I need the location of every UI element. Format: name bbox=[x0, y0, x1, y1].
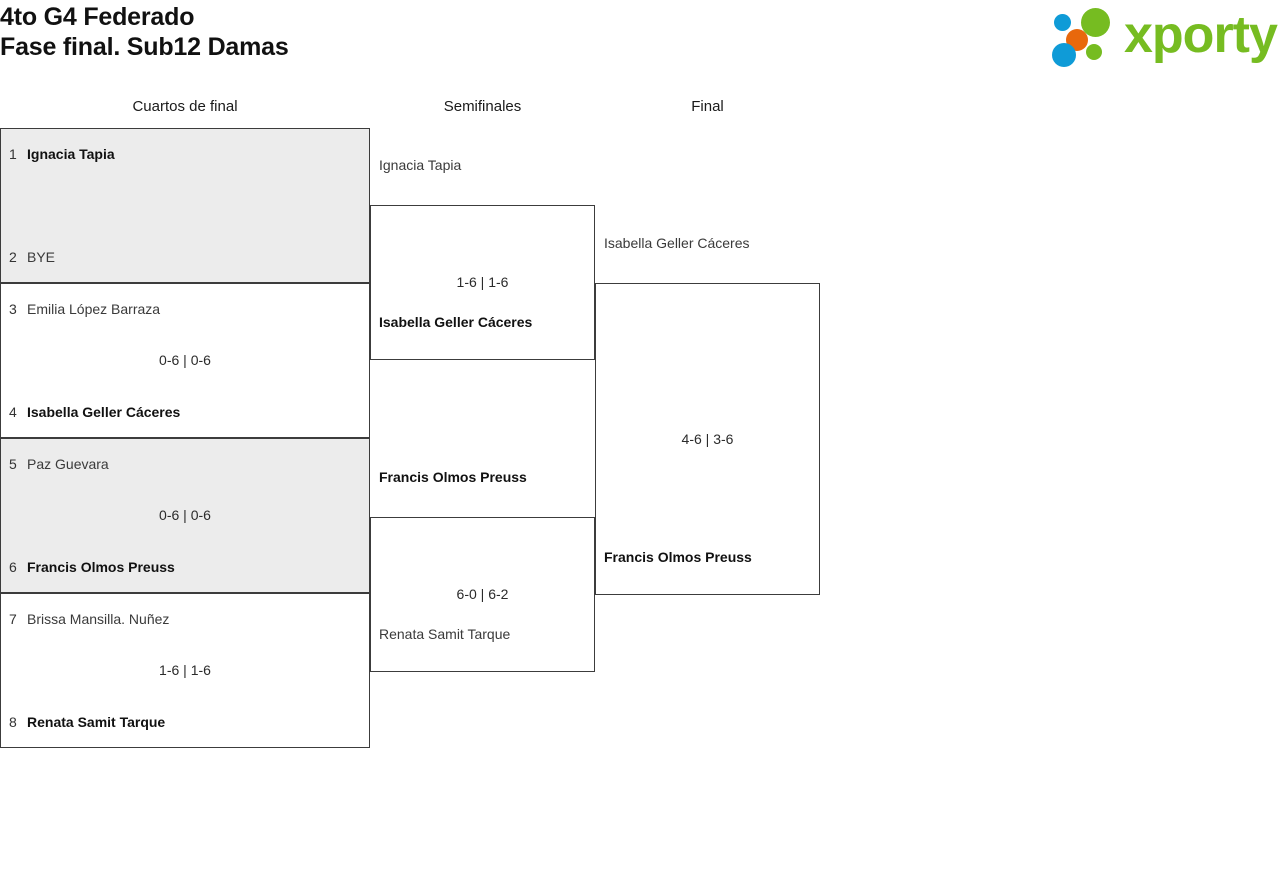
match-player-bottom[interactable]: 2 BYE bbox=[1, 246, 369, 268]
match-player-top[interactable]: 7 Brissa Mansilla. Nuñez bbox=[1, 608, 369, 630]
match-player-bottom[interactable]: Renata Samit Tarque bbox=[371, 623, 594, 645]
match-score: 4-6 | 3-6 bbox=[681, 431, 734, 447]
player-name: Emilia López Barraza bbox=[27, 301, 161, 317]
match-player-top[interactable]: Isabella Geller Cáceres bbox=[596, 232, 819, 254]
player-seed: 6 bbox=[9, 559, 17, 575]
match-semifinal-1[interactable]: Ignacia Tapia 1-6 | 1-6 Isabella Geller … bbox=[370, 157, 595, 360]
logo-wordmark: xporty bbox=[1124, 6, 1278, 64]
match-player-bottom[interactable]: 4 Isabella Geller Cáceres bbox=[1, 401, 369, 423]
match-semifinal-2[interactable]: Francis Olmos Preuss 6-0 | 6-2 Renata Sa… bbox=[370, 469, 595, 672]
player-seed: 5 bbox=[9, 456, 17, 472]
xporty-logo[interactable]: xporty bbox=[1050, 4, 1278, 68]
tournament-phase: Fase final. Sub12 Damas bbox=[0, 33, 289, 61]
player-name: Isabella Geller Cáceres bbox=[379, 314, 533, 330]
player-name: Renata Samit Tarque bbox=[379, 626, 511, 642]
player-name: Isabella Geller Cáceres bbox=[27, 404, 181, 420]
match-player-bottom[interactable]: Isabella Geller Cáceres bbox=[371, 311, 594, 333]
match-score: 0-6 | 0-6 bbox=[159, 507, 211, 523]
player-seed: 8 bbox=[9, 714, 17, 730]
player-name: Paz Guevara bbox=[27, 456, 109, 472]
match-player-top[interactable]: 5 Paz Guevara bbox=[1, 453, 369, 475]
player-name: Francis Olmos Preuss bbox=[379, 469, 527, 485]
player-name: Francis Olmos Preuss bbox=[27, 559, 175, 575]
player-seed: 7 bbox=[9, 611, 17, 627]
match-score: 1-6 | 1-6 bbox=[456, 274, 509, 290]
player-name: Ignacia Tapia bbox=[379, 157, 462, 173]
match-player-bottom[interactable]: 8 Renata Samit Tarque bbox=[1, 711, 369, 733]
player-seed: 1 bbox=[9, 146, 17, 162]
player-name: Ignacia Tapia bbox=[27, 146, 115, 162]
player-seed: 4 bbox=[9, 404, 17, 420]
player-name: Brissa Mansilla. Nuñez bbox=[27, 611, 170, 627]
match-player-top[interactable]: 1 Ignacia Tapia bbox=[1, 143, 369, 165]
player-name: Isabella Geller Cáceres bbox=[604, 235, 750, 251]
tournament-title-block: 4to G4 Federado Fase final. Sub12 Damas bbox=[0, 0, 289, 62]
match-score: 6-0 | 6-2 bbox=[456, 586, 509, 602]
match-quarterfinal-4[interactable]: 7 Brissa Mansilla. Nuñez 1-6 | 1-6 8 Renat… bbox=[0, 593, 370, 748]
page-header: 4to G4 Federado Fase final. Sub12 Damas … bbox=[0, 0, 1280, 90]
match-player-top[interactable]: Ignacia Tapia bbox=[371, 154, 594, 176]
round-header-quarterfinals: Cuartos de final bbox=[132, 98, 238, 115]
match-player-bottom[interactable]: 6 Francis Olmos Preuss bbox=[1, 556, 369, 578]
match-quarterfinal-2[interactable]: 3 Emilia López Barraza 0-6 | 0-6 4 Isabell… bbox=[0, 283, 370, 438]
match-quarterfinal-3[interactable]: 5 Paz Guevara 0-6 | 0-6 6 Francis Olmos Pr… bbox=[0, 438, 370, 593]
match-player-bottom[interactable]: Francis Olmos Preuss bbox=[596, 546, 819, 568]
match-score: 1-6 | 1-6 bbox=[159, 662, 211, 678]
match-score: 0-6 | 0-6 bbox=[159, 352, 211, 368]
match-final[interactable]: Isabella Geller Cáceres 4-6 | 3-6 Franci… bbox=[595, 235, 820, 595]
match-player-top[interactable]: 3 Emilia López Barraza bbox=[1, 298, 369, 320]
player-seed: 2 bbox=[9, 249, 17, 265]
player-name: Francis Olmos Preuss bbox=[604, 549, 752, 565]
tournament-name: 4to G4 Federado bbox=[0, 3, 195, 31]
logo-dots-icon bbox=[1050, 6, 1128, 68]
player-seed: 3 bbox=[9, 301, 17, 317]
round-header-final: Final bbox=[691, 98, 724, 115]
match-player-top[interactable]: Francis Olmos Preuss bbox=[371, 466, 594, 488]
round-header-semifinals: Semifinales bbox=[443, 98, 522, 115]
player-name: BYE bbox=[27, 249, 56, 265]
player-name: Renata Samit Tarque bbox=[27, 714, 166, 730]
match-quarterfinal-1[interactable]: 1 Ignacia Tapia 2 BYE bbox=[0, 128, 370, 283]
